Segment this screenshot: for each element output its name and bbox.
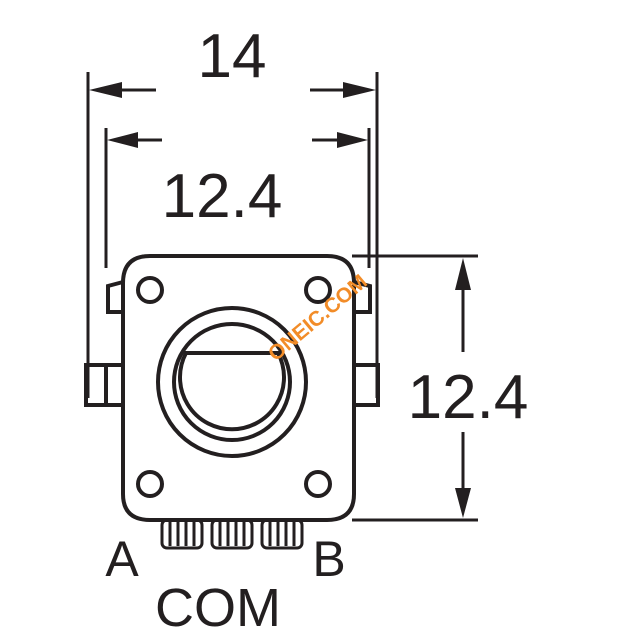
terminal-a: [160, 518, 204, 550]
dimension-overall-width: 14: [89, 22, 376, 98]
encoder-body: [84, 254, 380, 522]
arrowhead-left: [89, 82, 122, 98]
pin-label-b: B: [312, 531, 345, 587]
terminals: [160, 518, 304, 550]
mounting-hole-bottom-left: [136, 470, 164, 498]
mounting-hole-bottom-right: [304, 470, 332, 498]
dimension-label-body-height: 12.4: [408, 363, 529, 432]
arrowhead-down: [455, 488, 471, 518]
shaft-outer-ring: [156, 306, 308, 458]
pin-label-a: A: [105, 531, 139, 587]
dimension-label-body-width: 12.4: [162, 162, 283, 231]
right-side-tab: [354, 363, 380, 407]
arrowhead-right: [337, 132, 368, 148]
terminal-com: [210, 518, 254, 550]
encoder-shaft: [156, 306, 308, 458]
terminal-b: [260, 518, 304, 550]
dimension-label-overall-width: 14: [198, 22, 267, 91]
pin-label-com: COM: [155, 578, 281, 638]
extension-lines: [86, 72, 478, 522]
arrowhead-right: [343, 82, 376, 98]
shaft-inner-ring: [172, 322, 292, 442]
dimension-body-width: 12.4: [107, 132, 368, 231]
mounting-hole-top-right: [304, 276, 332, 304]
arrowhead-up: [455, 258, 471, 290]
left-top-tab: [106, 280, 124, 314]
mounting-holes: [136, 276, 332, 498]
shaft-d-cut: [178, 351, 286, 432]
dimension-body-height: 12.4: [408, 258, 529, 518]
body-outline: [121, 254, 356, 522]
mounting-hole-top-left: [136, 276, 164, 304]
right-top-tab: [353, 280, 372, 314]
arrowhead-left: [107, 132, 138, 148]
